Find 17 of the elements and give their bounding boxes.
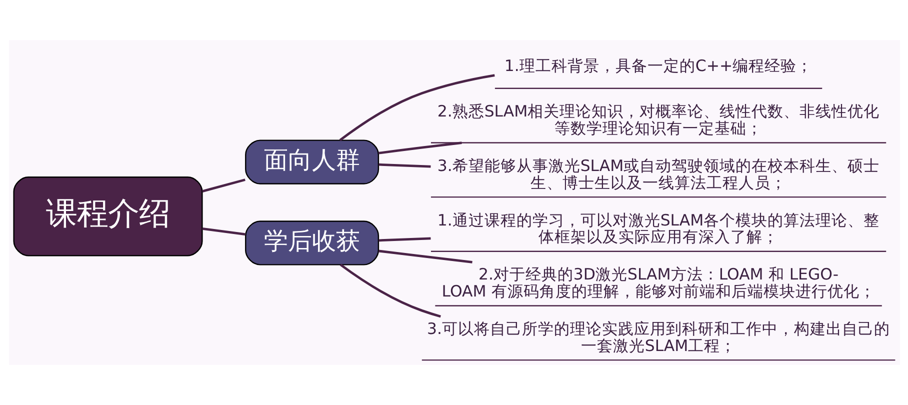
- node-text: 1.通过课程的学习，可以对激光SLAM各个模块的算法理论、整体框架以及实际应用有深入了解；: [436, 210, 880, 246]
- connector: [378, 237, 430, 242]
- node-box: 学后收获: [244, 220, 379, 266]
- node-text: 3.可以将自己所学的理论实践应用到科研和工作中，构建出自己的一套激光SLAM工程；: [426, 318, 890, 355]
- connector: [378, 163, 430, 168]
- node-text: 1.理工科背景，具备一定的C++编程经验；: [504, 56, 812, 75]
- connector: [338, 74, 494, 142]
- node-box: 课程介绍: [12, 176, 202, 256]
- connector: [339, 264, 440, 318]
- connector: [202, 227, 245, 236]
- node-text: 2.对于经典的3D激光SLAM方法：LOAM 和 LEGO-LOAM 有源码角度的理解，能够对前端和后端模块进行优化；: [441, 264, 875, 301]
- connector: [378, 250, 472, 264]
- connector: [378, 142, 462, 154]
- connector: [202, 178, 245, 192]
- node-text: 2.熟悉SLAM相关理论知识，对概率论、线性代数、非线性优化等数学理论知识有一定基础；: [436, 102, 880, 138]
- node-box: 面向人群: [244, 140, 379, 184]
- node-text: 3.希望能够从事激光SLAM或自动驾驶领域的在校本科生、硕士生、博士生以及一线算法工程人员；: [436, 156, 880, 192]
